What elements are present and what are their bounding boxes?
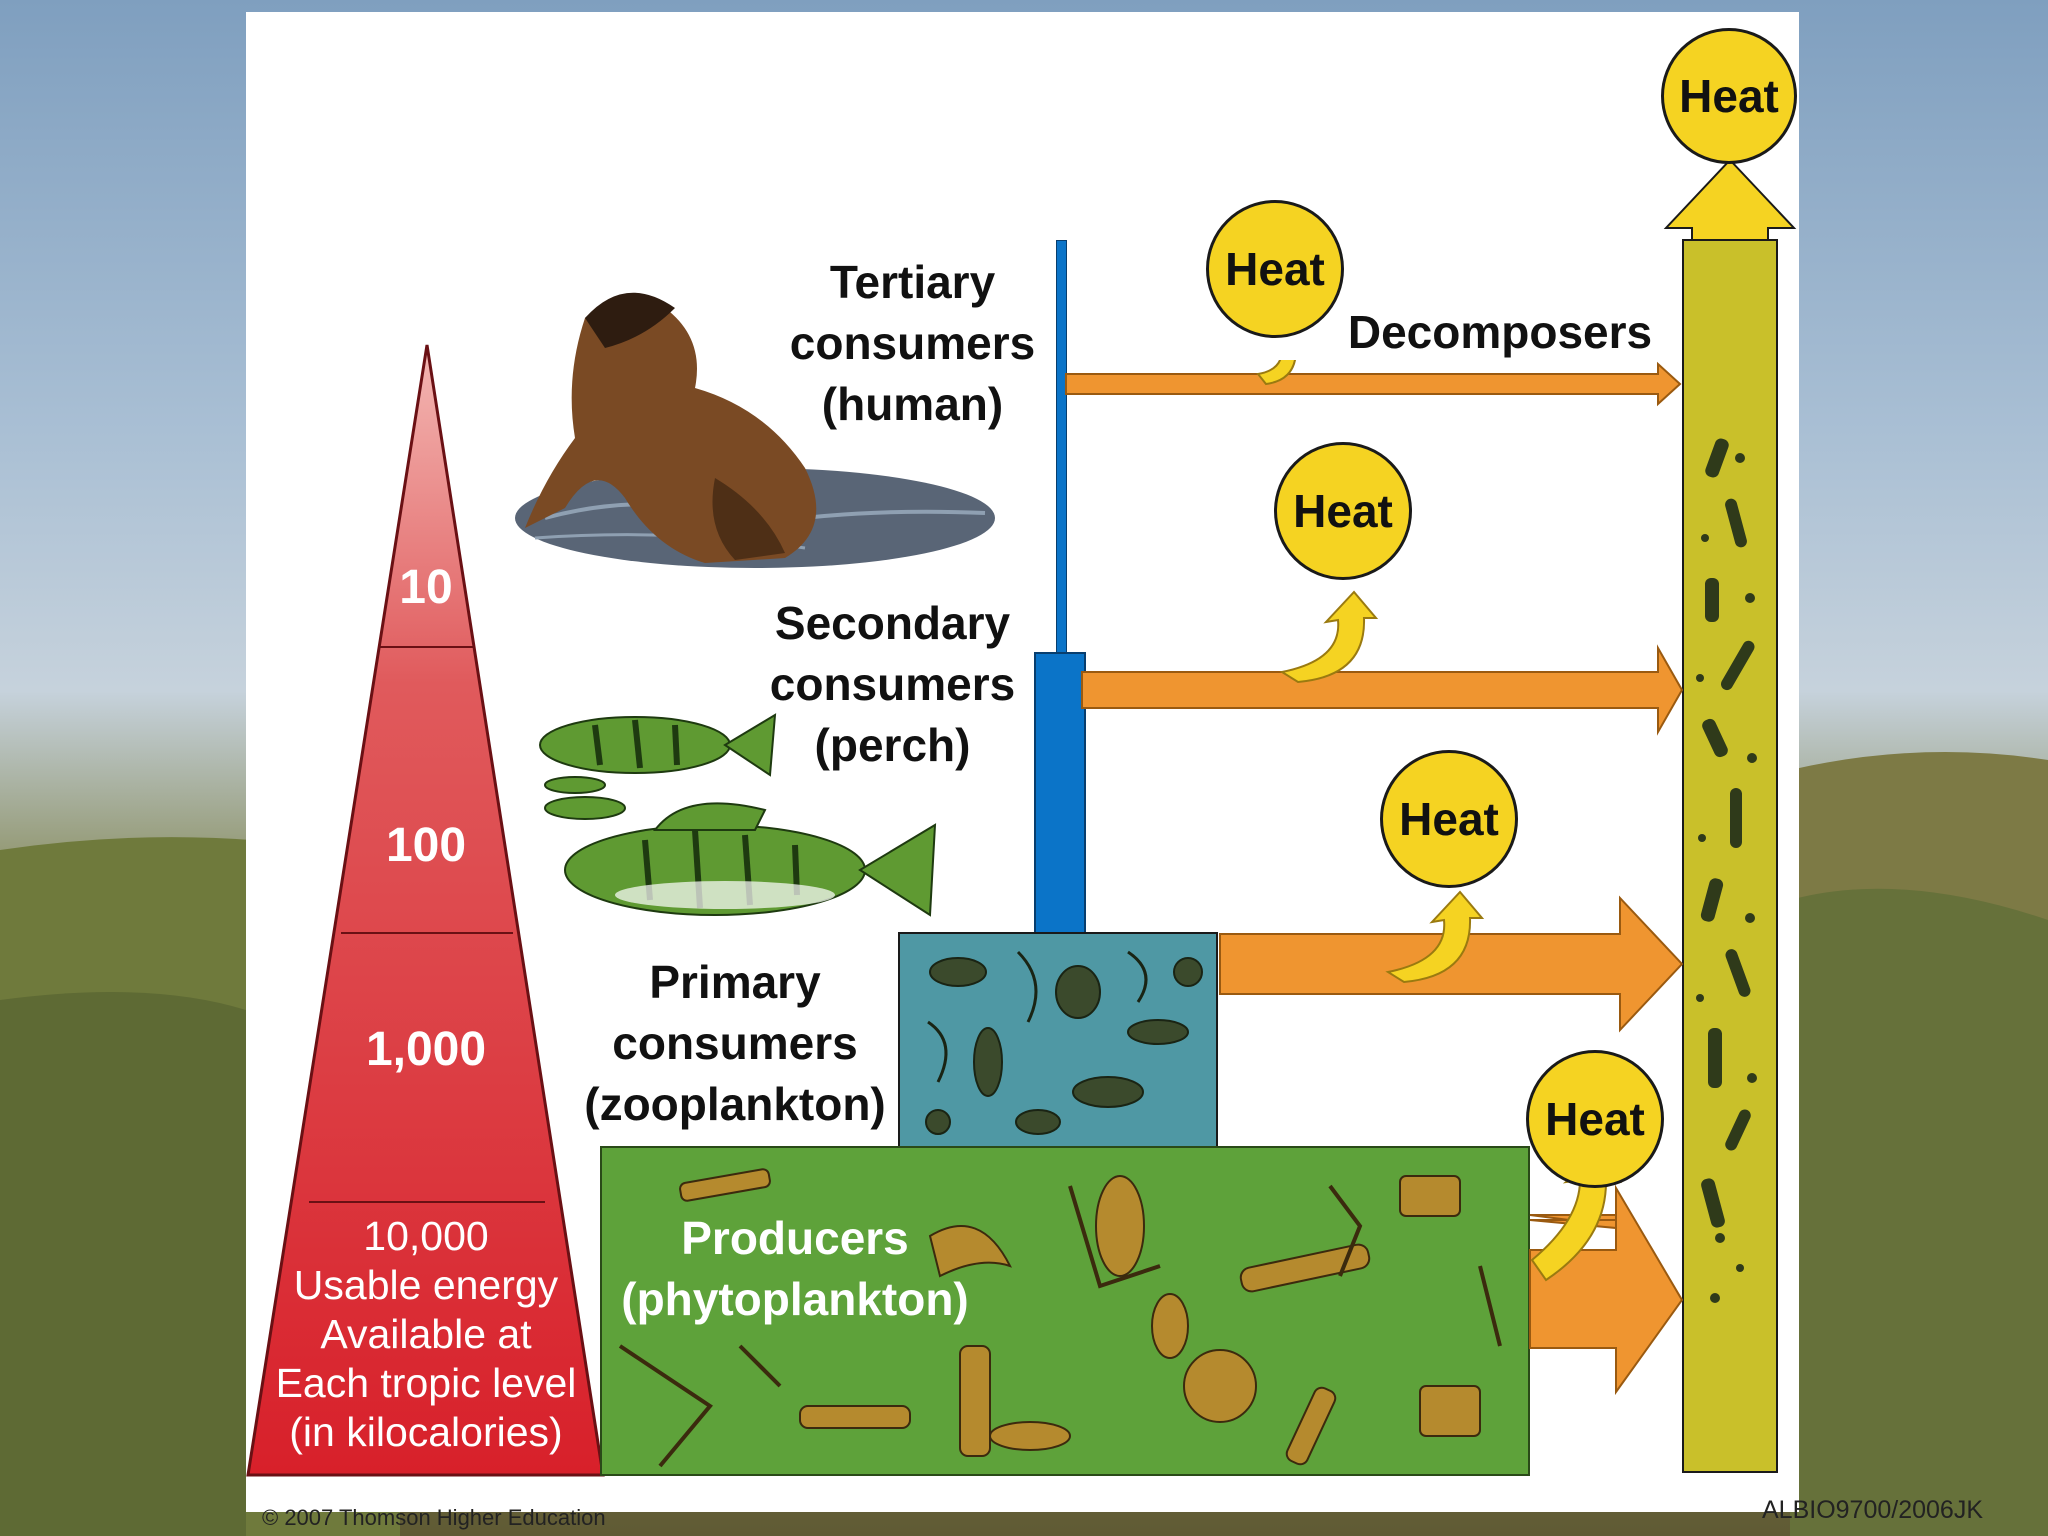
copyright-text: © 2007 Thomson Higher Education [262,1505,606,1530]
pyramid-level-1000: 1,000 [365,1023,487,1076]
primary-label-line-1: Primary [649,956,821,1008]
decomposers-bar [1663,158,1797,1473]
perch-illustration [539,713,937,917]
tertiary-to-decomposer-arrow [1065,361,1682,407]
primary-label-line-3: (zooplankton) [584,1078,886,1130]
producers-to-decomposer-arrow [1529,1184,1684,1396]
heat-circle-decomposers: Heat [1661,28,1797,164]
heat-arrow-secondary [1279,590,1379,684]
energy-pyramid [246,344,605,1477]
pyramid-caption-line-4: (in kilocalories) [289,1409,563,1455]
secondary-label-line-2: consumers [769,658,1016,710]
secondary-to-decomposer-arrow [1081,644,1684,736]
pyramid-caption-line-2: Available at [320,1311,532,1357]
heat-circle-primary: Heat [1380,750,1518,888]
secondary-energy-column [1034,652,1086,941]
slide-code-text: ALBIO9700/2006JK [1762,1496,1983,1524]
heat-circle-producers: Heat [1526,1050,1664,1188]
decomposers-label: Decomposers [1347,306,1653,358]
tertiary-label-line-2: consumers [789,317,1036,369]
heat-arrow-primary [1385,890,1485,984]
heat-circle-tertiary: Heat [1206,200,1344,338]
pyramid-level-10000: 10,000 [363,1213,489,1259]
pyramid-level-10: 10 [399,561,453,614]
phytoplankton-illustration [600,1146,1530,1476]
human-illustration [515,292,995,568]
pyramid-caption-line-3: Each tropic level [275,1360,577,1406]
heat-circle-secondary: Heat [1274,442,1412,580]
tertiary-label-line-1: Tertiary [829,256,996,308]
secondary-label-line-1: Secondary [774,597,1011,649]
secondary-label-line-3: (perch) [814,719,971,771]
producers-label-line-2: (phytoplankton) [621,1273,969,1325]
heat-arrow-tertiary [1256,360,1296,386]
pyramid-level-100: 100 [385,819,467,872]
pyramid-caption-line-1: Usable energy [293,1262,559,1308]
tertiary-label-line-3: (human) [821,378,1004,430]
primary-label-line-2: consumers [612,1017,858,1069]
producers-label-line-1: Producers [681,1212,909,1264]
zooplankton-illustration [898,932,1218,1152]
